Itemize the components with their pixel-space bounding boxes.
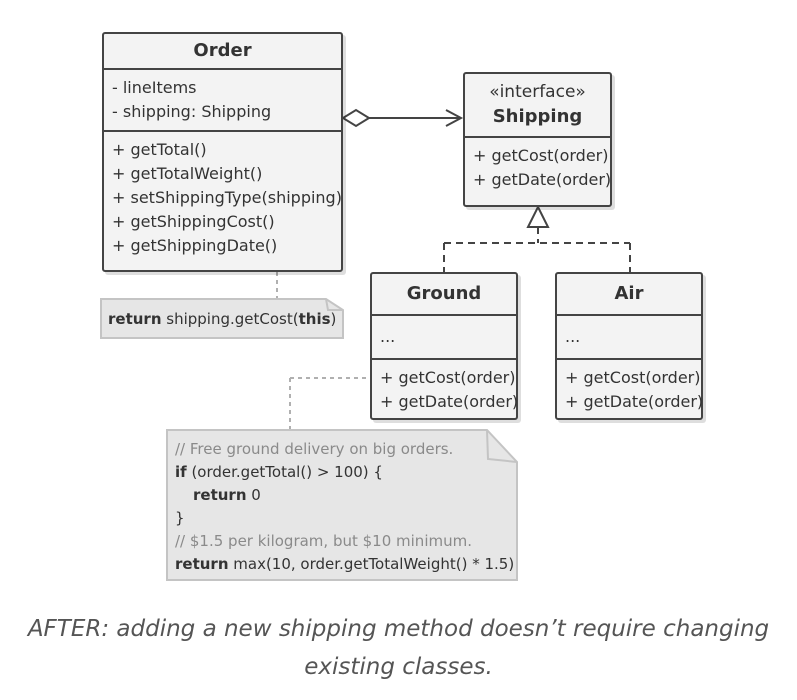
ground-methods: + getCost(order) + getDate(order) <box>372 360 519 418</box>
return-max-expression: max(10, order.getTotalWeight() * 1.5) <box>228 555 515 573</box>
air-fields-ellipsis: ... <box>565 327 581 346</box>
if-keyword: if <box>175 463 187 481</box>
air-fields: ... <box>557 316 701 360</box>
code-close-brace: } <box>175 509 185 527</box>
aggregation-arrowhead <box>445 109 464 127</box>
order-field: - lineItems <box>112 78 197 97</box>
note-order: return shipping.getCost(this) <box>108 308 340 336</box>
shipping-interface-name: Shipping <box>492 106 583 127</box>
ground-class: Ground ... + getCost(order) + getDate(or… <box>370 272 518 420</box>
aggregation-diamond <box>341 108 371 128</box>
order-methods: + getTotal() + getTotalWeight() + setShi… <box>104 132 342 262</box>
order-method: + getShippingCost() <box>112 212 275 231</box>
order-method: + getTotalWeight() <box>112 164 263 183</box>
ground-class-name: Ground <box>372 274 516 316</box>
order-fields: - lineItems - shipping: Shipping <box>104 70 341 132</box>
note-order-code: return shipping.getCost(this) <box>108 308 340 331</box>
note-ground: // Free ground delivery on big orders. i… <box>175 438 515 578</box>
this-keyword: this <box>298 310 331 328</box>
realization-triangle <box>526 204 550 228</box>
return-keyword: return <box>108 310 162 328</box>
air-class: Air ... + getCost(order) + getDate(order… <box>555 272 703 420</box>
order-method: + setShippingType(shipping) <box>112 188 342 207</box>
air-method: + getCost(order) <box>565 368 701 387</box>
shipping-method: + getCost(order) <box>473 146 609 165</box>
shipping-method: + getDate(order) <box>473 170 612 189</box>
note-order-expression: shipping.getCost( <box>161 310 299 328</box>
code-comment: // Free ground delivery on big orders. <box>175 440 454 458</box>
figure-caption: AFTER: adding a new shipping method does… <box>0 610 797 686</box>
return-keyword: return <box>175 555 229 573</box>
shipping-interface: «interface» Shipping + getCost(order) + … <box>463 72 612 207</box>
code-comment: // $1.5 per kilogram, but $10 minimum. <box>175 532 472 550</box>
if-condition: (order.getTotal() > 100) { <box>186 463 383 481</box>
code-return-line: return 0 <box>175 484 515 507</box>
order-method: + getShippingDate() <box>112 236 278 255</box>
caption-line-2: existing classes. <box>304 654 493 680</box>
order-class-name: Order <box>104 34 341 70</box>
ground-method: + getCost(order) <box>380 368 516 387</box>
return-value: 0 <box>246 486 261 504</box>
note-order-close-paren: ) <box>330 310 337 328</box>
air-methods: + getCost(order) + getDate(order) <box>557 360 704 418</box>
return-keyword: return <box>193 486 247 504</box>
ground-method: + getDate(order) <box>380 392 519 411</box>
shipping-methods: + getCost(order) + getDate(order) <box>465 138 612 196</box>
order-method: + getTotal() <box>112 140 207 159</box>
air-class-name: Air <box>557 274 701 316</box>
ground-fields-ellipsis: ... <box>380 327 396 346</box>
code-if-line: if (order.getTotal() > 100) { <box>175 461 515 484</box>
shipping-stereotype: «interface» <box>489 82 586 102</box>
ground-fields: ... <box>372 316 516 360</box>
caption-line-1: AFTER: adding a new shipping method does… <box>27 616 770 642</box>
order-field: - shipping: Shipping <box>112 102 272 121</box>
order-class: Order - lineItems - shipping: Shipping +… <box>102 32 343 272</box>
shipping-header: «interface» Shipping <box>465 74 610 138</box>
code-return-max-line: return max(10, order.getTotalWeight() * … <box>175 553 515 576</box>
air-method: + getDate(order) <box>565 392 704 411</box>
